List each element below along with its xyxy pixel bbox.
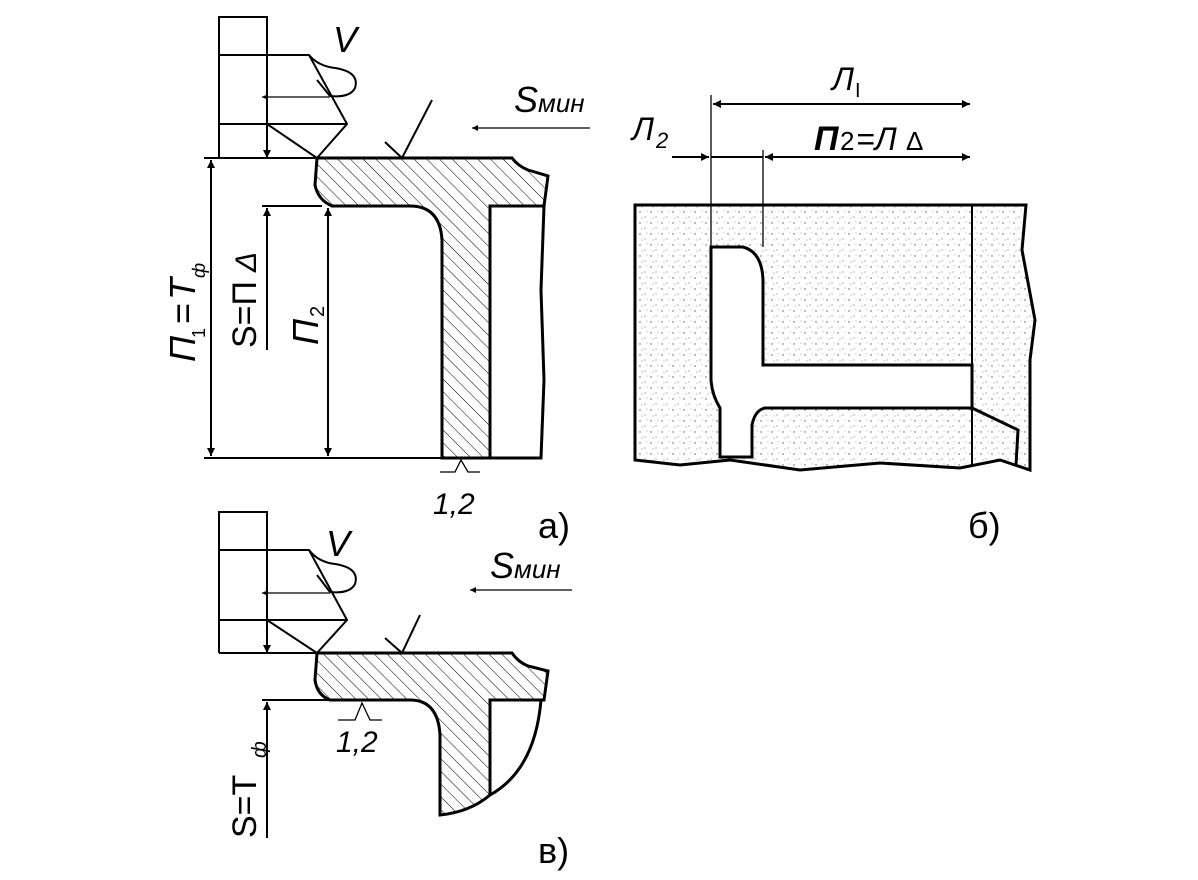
panel-v: V S мин S=Т ф 1,2 в): [218, 511, 572, 871]
panel-a-dim-p1-eq: =: [162, 303, 203, 324]
panel-v-label: в): [538, 830, 569, 871]
panel-v-dim-s-sub: ф: [249, 741, 271, 758]
panel-v-feed-sub: мин: [514, 554, 561, 584]
panel-a-feed: S мин: [472, 79, 590, 131]
panel-b-label: б): [968, 505, 1001, 546]
panel-b-dim-p2-main: П: [814, 120, 840, 158]
panel-b: Л I Л 2 П 2 =Л Δ б): [630, 61, 1037, 546]
panel-a-feed-label: S: [514, 79, 538, 120]
panel-b-dim-l2-main: Л: [630, 111, 654, 147]
panel-a-dim-p1-sub2: ф: [189, 263, 209, 278]
panel-a: V S мин П 1 = Т ф S=П Δ: [162, 16, 590, 546]
panel-b-dim-p2-sub: 2: [840, 126, 854, 156]
panel-b-dim-p2-sub2: Δ: [906, 126, 923, 156]
panel-a-label: а): [538, 505, 570, 546]
panel-a-dim-p1-main: П: [162, 335, 203, 362]
panel-v-feed: S мин: [470, 545, 572, 593]
panel-b-dim-l2-sub: 2: [655, 128, 668, 153]
panel-b-dim-p2-eq: =Л: [856, 121, 897, 157]
panel-a-dim-s-sub: Δ: [230, 252, 263, 273]
panel-a-dim-s-main: S=П: [226, 281, 264, 348]
panel-v-surface-note: 1,2: [336, 726, 378, 759]
panel-v-roughness-mark: [384, 614, 421, 655]
panel-v-stock: [489, 698, 543, 797]
panel-b-cavity: [709, 245, 974, 459]
panel-a-dim-p1-main2: Т: [162, 275, 203, 300]
panel-a-speed-label: V: [333, 19, 360, 60]
panel-v-surface-mark: [338, 701, 382, 721]
panel-a-dim-p2-main: П: [285, 318, 326, 345]
panel-b-dim-l1-sub: I: [855, 80, 861, 102]
panel-v-dim-s-main: S=Т: [226, 775, 264, 838]
panel-b-mold-body: [633, 203, 1037, 473]
panel-a-dim-p2-sub: 2: [307, 306, 329, 317]
panel-a-surface-note: 1,2: [433, 488, 475, 521]
panel-b-dim-l1-main: Л: [830, 61, 854, 97]
panel-a-stock: [490, 204, 546, 460]
panel-v-feed-label: S: [490, 545, 514, 586]
panel-a-feed-sub: мин: [538, 88, 585, 118]
panel-a-roughness-mark: [384, 99, 433, 160]
panel-a-workpiece: [313, 156, 550, 460]
panel-a-dim-p1-sub: 1: [189, 328, 209, 338]
panel-a-surface-mark: [440, 458, 480, 473]
panel-v-speed-label: V: [326, 523, 353, 564]
panel-v-workpiece: [313, 651, 550, 817]
